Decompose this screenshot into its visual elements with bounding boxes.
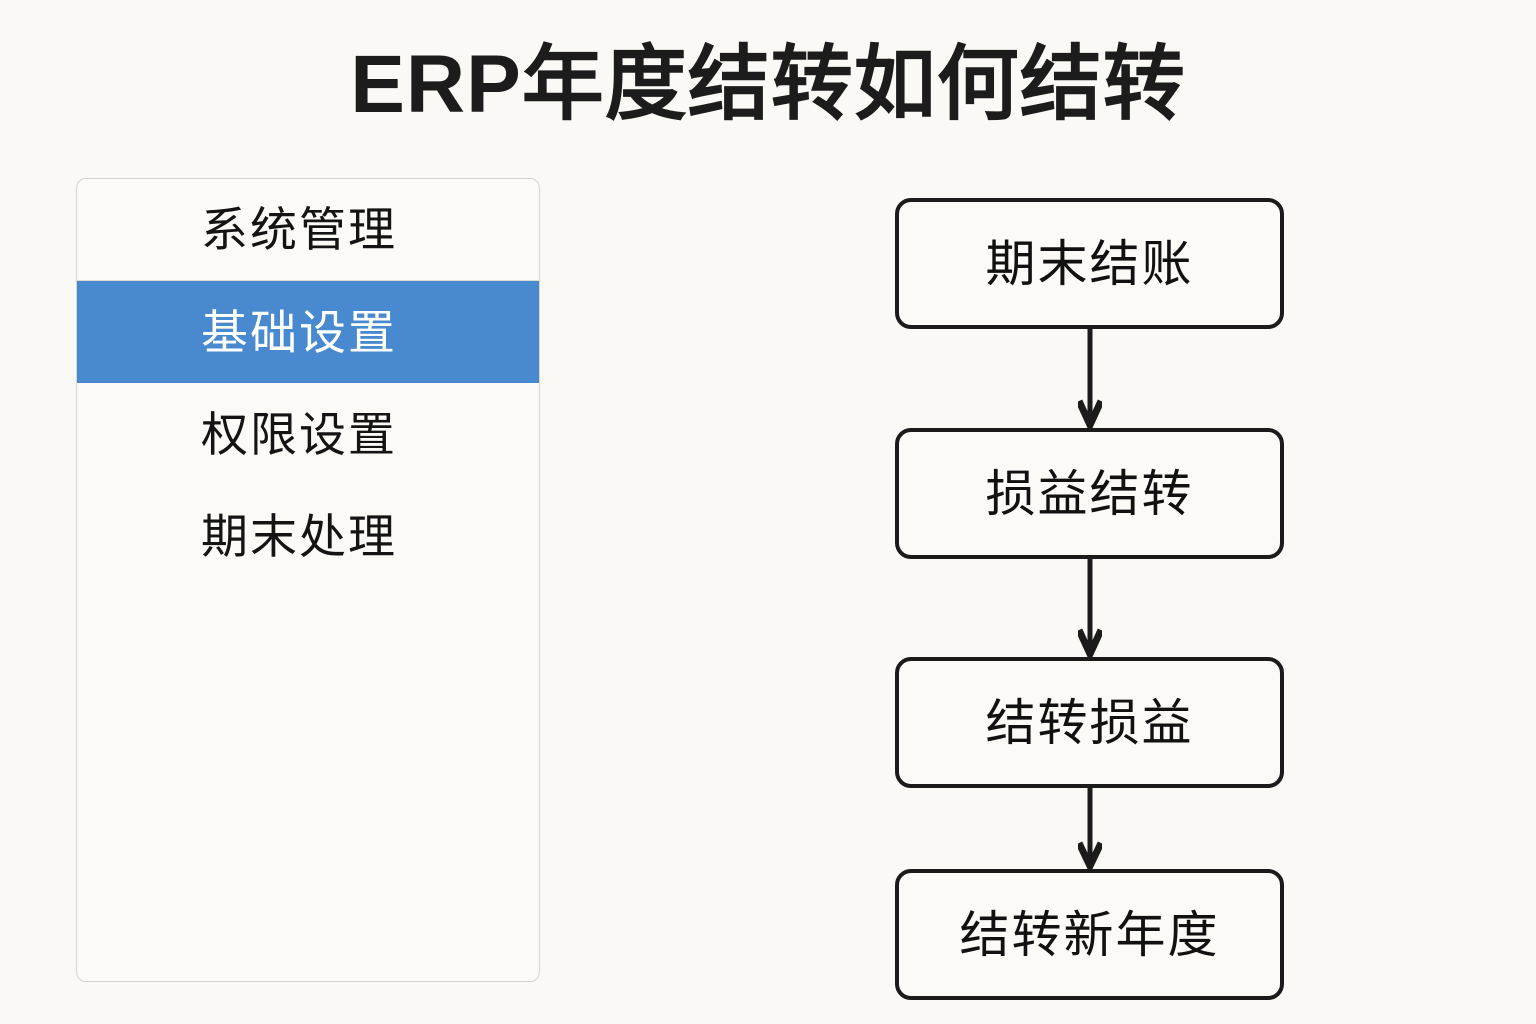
- sidebar-item-period-end-processing[interactable]: 期末处理: [77, 485, 539, 587]
- flowchart: 期末结账 损益结转 结转损益 结转新年度: [895, 198, 1287, 1002]
- flow-arrow-down-icon: [1078, 788, 1102, 869]
- sidebar-panel: 系统管理 基础设置 权限设置 期末处理: [76, 178, 540, 982]
- sidebar-item-basic-settings[interactable]: 基础设置: [77, 281, 539, 383]
- sidebar-item-label: 系统管理: [201, 203, 397, 256]
- sidebar-item-label: 基础设置: [201, 305, 397, 359]
- flow-step-profit-loss-carryforward[interactable]: 损益结转: [895, 428, 1284, 559]
- sidebar-item-system-management[interactable]: 系统管理: [77, 179, 539, 281]
- page-title: ERP年度结转如何结转: [350, 39, 1186, 130]
- flow-step-label: 结转新年度: [959, 906, 1220, 963]
- flow-step-label: 损益结转: [985, 465, 1194, 522]
- flow-step-label: 结转损益: [985, 694, 1194, 751]
- sidebar-item-label: 权限设置: [201, 407, 397, 461]
- sidebar-item-label: 期末处理: [201, 509, 397, 563]
- flow-step-period-end-closing[interactable]: 期末结账: [895, 198, 1284, 329]
- flow-arrow-down-icon: [1078, 329, 1102, 428]
- flow-step-carry-forward-profit-loss[interactable]: 结转损益: [895, 657, 1284, 788]
- flow-arrow-down-icon: [1078, 559, 1102, 657]
- sidebar-item-permission-settings[interactable]: 权限设置: [77, 383, 539, 485]
- flow-step-label: 期末结账: [985, 235, 1194, 292]
- sidebar-menu-list: 系统管理 基础设置 权限设置 期末处理: [77, 179, 539, 587]
- flow-step-carry-forward-new-year[interactable]: 结转新年度: [895, 869, 1284, 1000]
